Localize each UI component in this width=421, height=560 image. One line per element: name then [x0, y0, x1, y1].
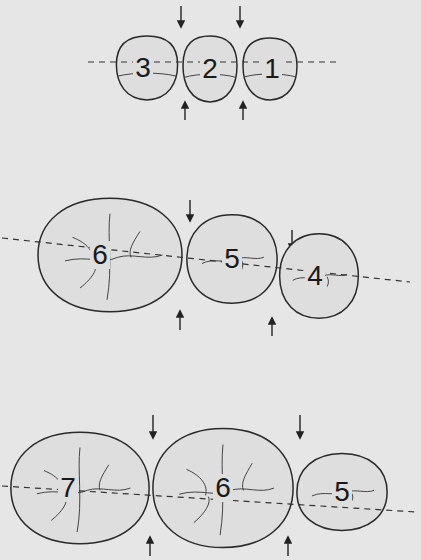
tooth-number: 6	[90, 241, 110, 269]
tooth-outline: 5	[295, 452, 389, 532]
tooth-number: 6	[213, 474, 233, 502]
tooth-outline: 5	[185, 213, 279, 305]
tooth-outline: 6	[150, 426, 296, 550]
tooth-outline: 6	[35, 196, 185, 314]
tooth-outline: 2	[180, 34, 240, 104]
tooth-number: 4	[305, 262, 325, 290]
tooth-shape	[8, 430, 152, 546]
tooth-number: 5	[222, 245, 242, 273]
tooth-outline: 3	[113, 34, 181, 102]
tooth-number: 3	[133, 54, 153, 82]
tooth-number: 1	[262, 55, 282, 83]
tooth-number: 7	[58, 474, 78, 502]
tooth-number: 5	[332, 478, 352, 506]
tooth-shape	[35, 196, 185, 314]
tooth-outline: 1	[240, 36, 300, 102]
tooth-number: 2	[200, 55, 220, 83]
tooth-outline: 4	[278, 232, 360, 320]
tooth-outline: 7	[8, 430, 152, 546]
